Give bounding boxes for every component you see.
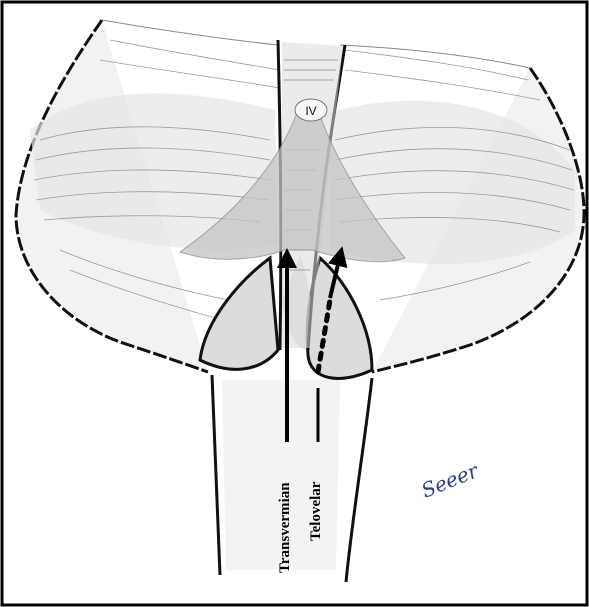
ventricle-label: IV <box>295 99 327 121</box>
telovelar-label: Telovelar <box>308 481 324 541</box>
transvermian-label: Transvermian <box>277 482 293 573</box>
ventricle-label-text: IV <box>305 104 316 118</box>
